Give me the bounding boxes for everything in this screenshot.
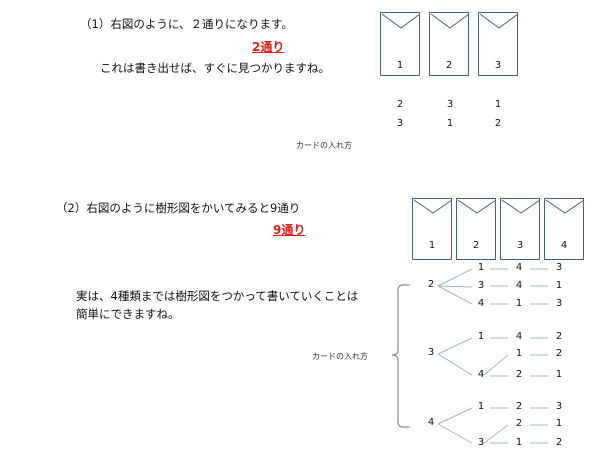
tree-node: 2 xyxy=(555,331,563,342)
envelope-card: 1 xyxy=(380,12,421,76)
card-label: 1 xyxy=(396,60,404,71)
tree-node: 4 xyxy=(477,298,485,309)
tree-node: 1 xyxy=(555,280,563,291)
tree-node: 4 xyxy=(515,331,523,342)
arrangement-value: 2 xyxy=(494,118,502,129)
section2-comment-line1: 実は、4種類までは樹形図をつかって書いていくことは xyxy=(76,289,359,303)
tree-node: 3 xyxy=(477,280,485,291)
arrangement-value: 2 xyxy=(396,99,404,110)
tree-node: 1 xyxy=(555,418,563,429)
tree-node: 3 xyxy=(555,401,563,412)
envelope-flap-icon xyxy=(457,199,497,214)
tree-node: 1 xyxy=(515,348,523,359)
card-label: 3 xyxy=(516,240,524,251)
arrangement-value: 3 xyxy=(446,99,454,110)
tree-node: 2 xyxy=(555,348,563,359)
envelope-flap-icon xyxy=(413,199,453,214)
tree-node: 1 xyxy=(477,331,485,342)
envelope-card: 3 xyxy=(500,198,541,260)
section2-caption: カードの入れ方 xyxy=(312,352,368,361)
tree-node: 3 xyxy=(477,437,485,448)
tree-node: 1 xyxy=(515,437,523,448)
envelope-card: 4 xyxy=(544,198,585,260)
tree-first-node: 2 xyxy=(427,279,435,290)
card-label: 4 xyxy=(560,240,568,251)
envelope-card: 2 xyxy=(456,198,497,260)
envelope-flap-icon xyxy=(545,199,585,214)
tree-first-node: 4 xyxy=(427,417,435,428)
tree-node: 1 xyxy=(477,262,485,273)
section2-comment-line2: 簡単にできますね。 xyxy=(76,307,180,321)
tree-node: 2 xyxy=(515,401,523,412)
arrangement-value: 1 xyxy=(446,118,454,129)
tree-node: 1 xyxy=(555,369,563,380)
tree-node: 3 xyxy=(555,262,563,273)
tree-node: 1 xyxy=(477,401,485,412)
envelope-flap-icon xyxy=(479,13,519,29)
tree-node: 2 xyxy=(555,437,563,448)
tree-first-node: 3 xyxy=(427,347,435,358)
section2-heading: （2）右図のように樹形図をかいてみると9通り xyxy=(56,201,301,215)
arrangement-value: 3 xyxy=(396,118,404,129)
arrangement-value: 1 xyxy=(494,99,502,110)
envelope-card: 2 xyxy=(429,12,470,76)
envelope-flap-icon xyxy=(501,199,541,214)
envelope-flap-icon xyxy=(430,13,470,29)
envelope-card: 1 xyxy=(412,198,453,260)
tree-node: 4 xyxy=(515,262,523,273)
tree-node: 3 xyxy=(555,298,563,309)
section1-answer: 2通り xyxy=(252,40,285,54)
tree-node: 4 xyxy=(515,280,523,291)
envelope-card: 3 xyxy=(478,12,519,76)
tree-node: 1 xyxy=(515,298,523,309)
tree-node: 2 xyxy=(515,418,523,429)
card-label: 2 xyxy=(472,240,480,251)
section2-answer: 9通り xyxy=(273,223,306,237)
tree-node: 4 xyxy=(477,369,485,380)
card-label: 2 xyxy=(445,60,453,71)
tree-node: 2 xyxy=(515,369,523,380)
section1-heading: （1）右図のように、２通りになります。 xyxy=(80,17,293,31)
section1-caption: カードの入れ方 xyxy=(296,141,352,150)
card-label: 1 xyxy=(428,240,436,251)
card-label: 3 xyxy=(494,60,502,71)
section1-comment: これは書き出せば、すぐに見つかりますね。 xyxy=(100,61,330,75)
envelope-flap-icon xyxy=(381,13,421,29)
